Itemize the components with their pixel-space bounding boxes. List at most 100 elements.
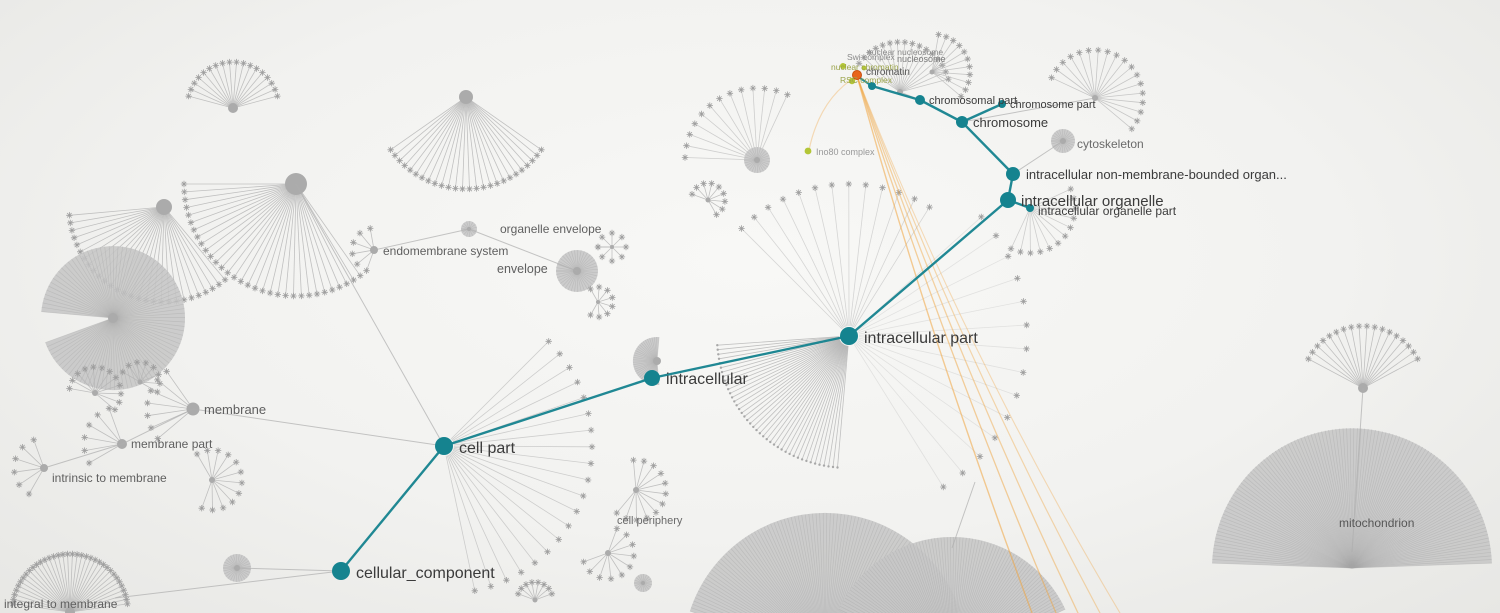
leaf-node-dot xyxy=(746,418,749,422)
cluster-spoke xyxy=(1268,454,1353,569)
graph-node-chromosomal_part[interactable] xyxy=(915,95,925,105)
leaf-node-icon xyxy=(1326,332,1333,340)
cluster-spoke xyxy=(1216,534,1353,569)
cluster-spoke xyxy=(84,444,120,451)
cluster-center-node[interactable] xyxy=(705,197,711,203)
cluster-spoke xyxy=(80,209,160,253)
graph-node-label-cell_part[interactable]: cell part xyxy=(459,440,516,457)
cluster-spoke xyxy=(299,188,361,276)
cluster-center-node[interactable] xyxy=(228,103,238,113)
cluster-spoke xyxy=(61,267,114,319)
cluster-spoke xyxy=(1328,429,1353,569)
graph-node-intracellular[interactable] xyxy=(644,370,660,386)
graph-node-intracellular_non_membrane_bounded_organelle[interactable] xyxy=(1006,167,1020,181)
cluster-spoke xyxy=(1002,574,1043,613)
leaf-node-icon xyxy=(957,93,965,100)
cluster-spoke xyxy=(751,533,800,613)
cluster-center-node[interactable] xyxy=(653,357,661,365)
cluster-center-node[interactable] xyxy=(65,607,75,613)
leaf-node-icon xyxy=(911,195,918,203)
complex-node[interactable] xyxy=(840,63,846,69)
graph-node-label-intracellular_organelle[interactable]: intracellular organelle xyxy=(1021,193,1164,210)
graph-node-label-chromosome_part[interactable]: chromosome part xyxy=(1010,99,1096,111)
cluster-spoke xyxy=(112,317,137,387)
cluster-center-node[interactable] xyxy=(156,199,172,215)
cluster-spoke xyxy=(897,549,929,613)
selected-term-node[interactable] xyxy=(852,70,862,80)
cluster-spoke xyxy=(1349,427,1353,569)
graph-node-label-chromosome[interactable]: chromosome xyxy=(973,115,1048,130)
cluster-spoke xyxy=(1351,530,1488,569)
cluster-spoke xyxy=(801,514,819,613)
cluster-center-node[interactable] xyxy=(459,90,473,104)
leaf-node-icon xyxy=(218,264,225,271)
cluster-center-node[interactable] xyxy=(137,379,143,385)
leaf-node-icon xyxy=(1363,322,1371,330)
cluster-spoke xyxy=(1351,510,1480,569)
complex-node[interactable] xyxy=(861,65,867,71)
cluster-spoke xyxy=(1351,446,1424,569)
leaf-node-icon xyxy=(343,280,350,287)
cluster-center-node[interactable] xyxy=(610,245,614,249)
graph-node-hub[interactable] xyxy=(868,82,876,90)
cluster-center-node[interactable] xyxy=(596,300,600,304)
cluster-center-node[interactable] xyxy=(532,597,538,603)
highlight-path-edge xyxy=(339,444,446,573)
cluster-spoke xyxy=(94,392,122,395)
cluster-center-node[interactable] xyxy=(605,550,611,556)
leaf-node-icon xyxy=(586,568,593,575)
leaf-node-icon xyxy=(618,253,626,261)
leaf-node-icon xyxy=(98,364,106,372)
graph-node-label-intracellular[interactable]: intracellular xyxy=(666,371,748,388)
cluster-spoke xyxy=(1335,428,1353,569)
complex-node[interactable] xyxy=(804,147,812,155)
graph-node-label-intracellular_organelle_part[interactable]: intracellular organelle part xyxy=(1038,204,1177,218)
leaf-node-icon xyxy=(298,292,305,300)
cluster-spoke xyxy=(769,343,844,443)
cluster-spoke xyxy=(1088,50,1096,99)
graph-node-cellular_component[interactable] xyxy=(332,562,350,580)
graph-node-intracellular_part[interactable] xyxy=(840,327,858,345)
cluster-spoke xyxy=(112,317,153,379)
graph-node-intracellular_organelle[interactable] xyxy=(1000,192,1016,208)
cluster-spoke xyxy=(832,515,853,613)
cluster-center-node[interactable] xyxy=(641,581,645,585)
cluster-spoke xyxy=(931,58,968,73)
cluster-center-node[interactable] xyxy=(108,313,118,323)
leaf-node-icon xyxy=(214,447,222,454)
leaf-node-icon xyxy=(221,276,229,283)
cluster-center-node[interactable] xyxy=(633,487,639,493)
graph-node-cell_part[interactable] xyxy=(435,437,453,455)
cluster-spoke xyxy=(1029,207,1071,229)
graph-node-chromosome[interactable] xyxy=(956,116,968,128)
cluster-spoke xyxy=(967,543,992,613)
graph-node-chromosome_part[interactable] xyxy=(998,100,1006,108)
graph-node-label-cellular_component[interactable]: cellular_component xyxy=(356,565,495,582)
graph-node-label-intracellular_part[interactable]: intracellular part xyxy=(864,330,978,347)
leaf-node-icon xyxy=(233,58,240,66)
cluster-spoke xyxy=(112,317,186,319)
cluster-spoke xyxy=(1245,476,1353,569)
cluster-spoke xyxy=(934,538,946,613)
cluster-center-node[interactable] xyxy=(92,390,98,396)
cluster-spoke xyxy=(903,546,932,613)
graph-node-label-intracellular_non_membrane_bounded_organelle[interactable]: intracellular non-membrane-bounded organ… xyxy=(1026,167,1287,182)
cluster-spoke xyxy=(635,473,662,491)
complex-node[interactable] xyxy=(848,77,856,85)
leaf-node-dot xyxy=(727,388,730,391)
leaf-node-icon xyxy=(538,146,545,153)
cluster-spoke xyxy=(978,551,1012,613)
leaf-node-icon xyxy=(431,180,438,187)
cluster-spoke xyxy=(469,100,533,161)
cluster-spoke xyxy=(43,298,114,319)
cluster-center-node[interactable] xyxy=(209,477,215,483)
cluster-spoke xyxy=(846,594,876,613)
cluster-center-node[interactable] xyxy=(754,157,760,163)
graph-node-label-chromosomal_part[interactable]: chromosomal part xyxy=(929,95,1017,107)
cluster-spoke xyxy=(1094,66,1132,99)
leaf-node-icon xyxy=(1386,328,1393,336)
graph-node-intracellular_organelle_part[interactable] xyxy=(1026,204,1034,212)
cluster-center-node[interactable] xyxy=(929,69,935,75)
